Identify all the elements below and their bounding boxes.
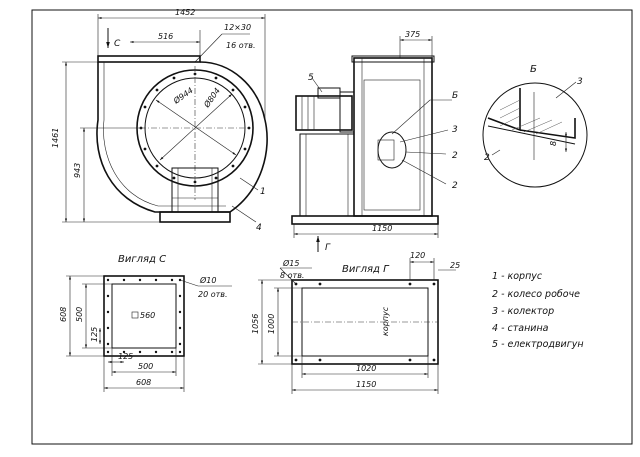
view-g-dim-1056: 1056 <box>251 314 260 334</box>
view-g-dim-1000: 1000 <box>267 314 276 334</box>
dim-diam-outer: Ø944 <box>171 85 195 106</box>
collector <box>377 131 407 169</box>
detail-dim-8: 8 <box>549 141 558 146</box>
legend-item-1: 1 - корпус <box>492 271 543 282</box>
legend-item-4: 4 - станина <box>492 323 549 334</box>
front-view: 1452 516 С 12×30 16 отв. <box>51 8 268 233</box>
rect-flange-holes <box>294 282 436 362</box>
side-frame <box>299 133 355 217</box>
callout-2b: 2 <box>452 181 458 191</box>
view-c-dim-500-h: 500 <box>138 362 153 371</box>
rect-flange-inner <box>301 287 429 357</box>
side-base <box>291 215 439 225</box>
legend-item-2: 2 - колесо робоче <box>492 289 580 300</box>
dim-flange-holes: 16 отв. <box>226 41 256 50</box>
dim-outlet-width: 516 <box>158 32 173 41</box>
detail-circle <box>482 82 588 188</box>
callout-5: 5 <box>308 73 314 83</box>
view-g-dim-1020: 1020 <box>356 364 376 373</box>
view-c-marker: С <box>114 39 121 49</box>
view-c-dim-560: 560 <box>140 311 155 320</box>
view-g: Вигляд Г корпус Ø15 8 отв. 120 25 1056 <box>251 251 460 394</box>
detail-b: Б 3 2 8 <box>482 64 588 188</box>
callout-b: Б <box>452 91 458 101</box>
legend-item-5: 5 - електродвигун <box>492 339 584 350</box>
volute-casing <box>96 61 268 213</box>
drawing-frame <box>31 9 633 445</box>
view-g-hole-count: 8 отв. <box>280 271 304 280</box>
dim-width-total: 1452 <box>175 8 195 17</box>
legend: 1 - корпус 2 - колесо робоче 3 - колекто… <box>492 271 584 350</box>
front-base <box>159 211 231 223</box>
view-c-dim-500-v: 500 <box>75 307 84 322</box>
motor-body <box>295 95 353 131</box>
detail-callout-3: 3 <box>577 77 583 87</box>
view-c-dim-608-v: 608 <box>59 307 68 322</box>
dim-flange-bolts: 12×30 <box>224 23 251 32</box>
view-c-dim-125-h: 125 <box>118 352 133 361</box>
view-c-dim-125-v: 125 <box>90 327 99 342</box>
view-g-hole-diam: Ø15 <box>282 258 299 268</box>
legend-item-3: 3 - колектор <box>492 306 554 317</box>
view-c: Вигляд С Ø10 20 отв. 560 608 <box>59 254 232 392</box>
detail-callout-2: 2 <box>484 153 490 163</box>
view-g-dim-25: 25 <box>450 261 460 270</box>
callout-2a: 2 <box>452 151 458 161</box>
view-c-hole-diam: Ø10 <box>199 275 216 285</box>
view-c-title: Вигляд С <box>118 254 166 265</box>
dim-outlet-depth: 375 <box>405 30 420 39</box>
view-c-hole-count: 20 отв. <box>198 290 228 299</box>
callout-3: 3 <box>452 125 458 135</box>
view-g-marker: Г <box>325 243 331 253</box>
square-flange-outer <box>103 275 185 357</box>
square-flange-holes <box>106 278 182 354</box>
callout-1: 1 <box>260 187 266 197</box>
dim-base-length: 1150 <box>372 224 392 233</box>
detail-b-title: Б <box>530 64 537 75</box>
dim-height-total: 1461 <box>51 128 60 148</box>
side-view: 375 5 1150 Г Б <box>291 30 458 253</box>
view-g-title: Вигляд Г <box>342 264 390 275</box>
view-g-dim-1150: 1150 <box>356 380 376 389</box>
square-flange-inner <box>111 283 177 349</box>
callout-4: 4 <box>256 223 262 233</box>
dim-axis-height: 943 <box>73 163 82 178</box>
view-c-dim-608-h: 608 <box>136 378 151 387</box>
view-g-inner-label: корпус <box>381 306 390 336</box>
inlet-bolt-holes <box>139 72 251 184</box>
view-g-dim-120: 120 <box>410 251 425 260</box>
